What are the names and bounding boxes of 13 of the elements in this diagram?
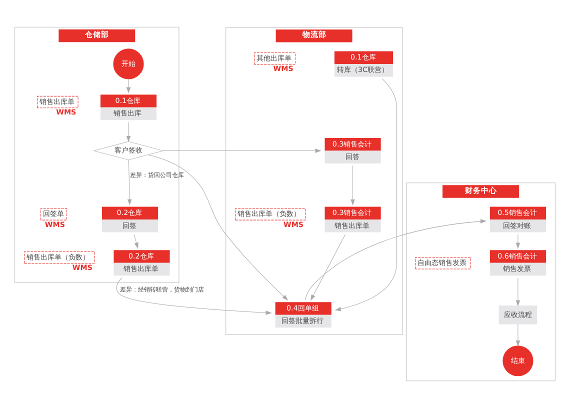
- arrow: [516, 277, 520, 306]
- arrow: [116, 277, 272, 315]
- arrow: [310, 234, 346, 301]
- arrow: [334, 78, 397, 312]
- arrow: [350, 165, 355, 206]
- arrow: [148, 154, 288, 301]
- arrow: [126, 78, 131, 94]
- arrow: [516, 234, 520, 249]
- arrow: [126, 122, 131, 142]
- arrow: [127, 160, 132, 206]
- arrow: [516, 324, 520, 347]
- arrow: [134, 234, 138, 249]
- arrow: [163, 148, 322, 153]
